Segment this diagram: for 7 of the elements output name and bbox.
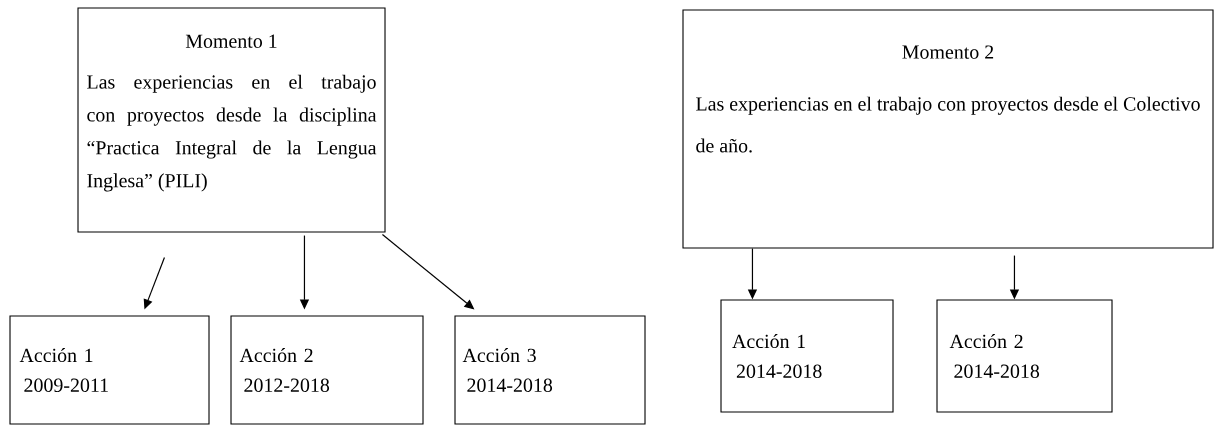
process-box: Momento 2 Las experiencias en el trabajo con proyectos desde el Colectivo de año. (682, 9, 1214, 249)
process-box: Acción 1 2014-2018 (720, 299, 894, 413)
process-box: Acción 3 2014-2018 (454, 315, 646, 425)
process-box: Acción 1 2009-2011 (9, 315, 210, 425)
process-box: Acción 2 2012-2018 (230, 315, 424, 425)
process-box: Momento 1 Las experiencias en el trabajo con proyectos desde la disciplina “Practica Integral de la Lengua Inglesa” (PILI) (77, 7, 386, 233)
process-box: Acción 2 2014-2018 (936, 299, 1113, 413)
